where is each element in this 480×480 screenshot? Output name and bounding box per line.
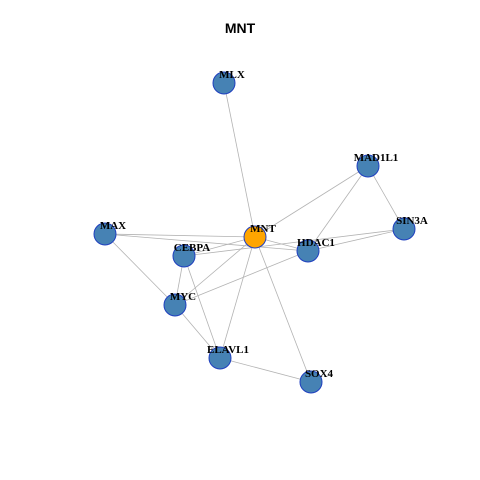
edge-mnt-cebpa: [183, 236, 256, 257]
node-label-hdac1: HDAC1: [297, 237, 335, 249]
node-mad1l1: [356, 154, 380, 178]
node-elavl1: [208, 346, 232, 370]
node-mlx: [212, 71, 236, 95]
edge-mnt-mad1l1: [254, 165, 369, 238]
edge-mad1l1-hdac1: [307, 165, 369, 252]
figure-title: MNT: [224, 20, 256, 36]
node-label-sox4: SOX4: [305, 368, 334, 380]
edge-mnt-elavl1: [219, 236, 256, 359]
edge-mnt-myc: [174, 236, 256, 306]
edge-hdac1-myc: [174, 250, 309, 306]
node-cebpa: [172, 244, 196, 268]
node-sin3a: [392, 217, 416, 241]
node-max: [93, 222, 117, 246]
node-label-sin3a: SIN3A: [396, 215, 428, 227]
node-myc: [163, 293, 187, 317]
node-mnt: [243, 225, 267, 249]
node-layer: [93, 71, 416, 394]
node-label-mnt: MNT: [250, 223, 276, 235]
edge-sin3a-hdac1: [307, 228, 405, 252]
node-label-max: MAX: [100, 220, 126, 232]
node-label-mad1l1: MAD1L1: [354, 152, 399, 164]
edge-elavl1-sox4: [219, 357, 312, 383]
edge-cebpa-elavl1: [183, 255, 221, 359]
node-label-elavl1: ELAVL1: [207, 344, 249, 356]
node-sox4: [299, 370, 323, 394]
edge-mnt-max: [104, 233, 256, 238]
node-label-cebpa: CEBPA: [174, 242, 211, 254]
node-label-myc: MYC: [170, 291, 196, 303]
edge-max-myc: [104, 233, 176, 306]
edge-mad1l1-sin3a: [367, 165, 405, 230]
edge-sin3a-cebpa: [183, 228, 405, 257]
edge-max-hdac1: [104, 233, 309, 252]
node-hdac1: [296, 239, 320, 263]
edge-mnt-mlx: [223, 82, 256, 238]
edge-mnt-sox4: [254, 236, 312, 383]
edge-myc-elavl1: [174, 304, 221, 359]
node-label-mlx: MLX: [219, 69, 245, 81]
